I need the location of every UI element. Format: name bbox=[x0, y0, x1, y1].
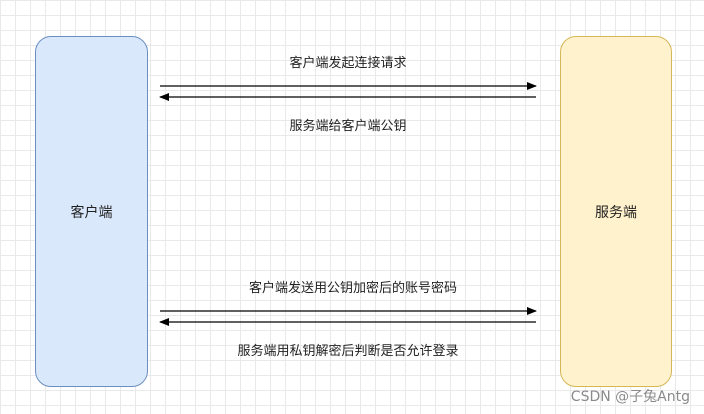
watermark: CSDN @子兔Antg bbox=[570, 389, 690, 405]
server-node: 服务端 bbox=[560, 36, 672, 387]
client-node: 客户端 bbox=[35, 36, 148, 387]
message-public-key: 服务端给客户端公钥 bbox=[289, 119, 407, 134]
message-connect-request: 客户端发起连接请求 bbox=[289, 56, 407, 71]
client-node-label: 客户端 bbox=[70, 204, 113, 221]
message-decrypt-verify: 服务端用私钥解密后判断是否允许登录 bbox=[237, 344, 459, 359]
message-encrypted-credentials: 客户端发送用公钥加密后的账号密码 bbox=[248, 281, 458, 296]
server-node-label: 服务端 bbox=[595, 204, 637, 221]
